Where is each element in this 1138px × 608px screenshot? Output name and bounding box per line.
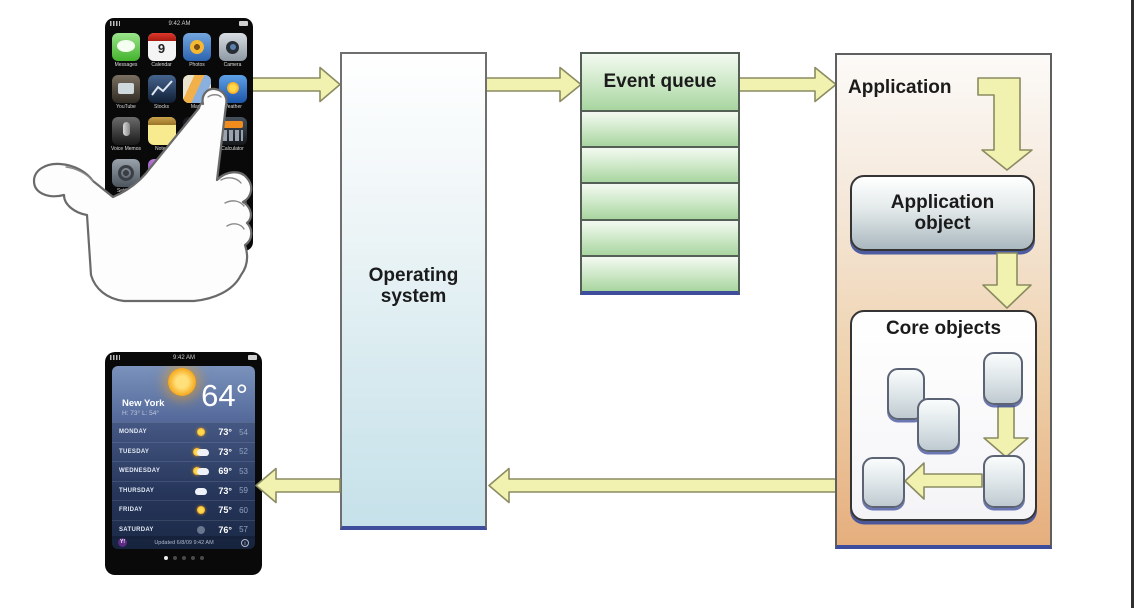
core-object-node <box>983 455 1025 508</box>
operating-system-label: Operating system <box>368 265 459 308</box>
app-messages: Messages <box>112 33 140 68</box>
event-queue-row <box>582 182 738 219</box>
sun-icon <box>168 368 196 396</box>
app-camera: Camera <box>218 33 247 68</box>
microphone-icon <box>122 122 130 136</box>
weather-app-screen: New York H: 73° L: 54° 64° MONDAY 73° 54… <box>112 366 255 549</box>
app-itunes: ♪ iTunes <box>147 159 176 194</box>
updated-timestamp: Updated 6/8/09 9:42 AM <box>154 539 214 546</box>
sun-icon <box>192 423 210 441</box>
partly-cloudy-icon <box>192 443 210 461</box>
event-queue-header-row: Event queue <box>582 54 738 110</box>
stocks-icon <box>150 80 173 96</box>
cloud-icon <box>192 482 210 500</box>
maps-icon <box>183 75 211 103</box>
app-notes: Notes <box>147 117 176 152</box>
app-settings: Settings <box>112 159 140 194</box>
dock-safari <box>183 196 211 224</box>
iphone-home-screen: 9:42 AM Messages 9 Calendar Photos Camer… <box>105 18 253 251</box>
high-low-temps: H: 73° L: 54° <box>122 410 159 417</box>
app-youtube: YouTube <box>112 75 140 110</box>
info-icon: i <box>240 538 249 547</box>
event-queue-row <box>582 218 738 255</box>
arrow-application-to-os-return <box>488 467 839 504</box>
core-object-node <box>917 398 960 452</box>
app-calculator: Calculator <box>218 117 247 152</box>
application-object-label: Application object <box>890 191 995 234</box>
app-hidden <box>183 117 211 145</box>
core-object-node <box>887 368 925 420</box>
forecast-row: TUESDAY 73° 52 <box>112 441 255 461</box>
battery-icon <box>238 21 248 26</box>
forecast-row: SATURDAY 76° 57 <box>112 519 255 539</box>
core-objects-label: Core objects <box>885 318 1002 339</box>
signal-icon <box>110 355 120 360</box>
app-voice-memos: Voice Memos <box>111 117 141 152</box>
status-time: 9:42 AM <box>168 20 191 27</box>
status-bar: 9:42 AM <box>105 18 253 29</box>
forecast-row: WEDNESDAY 69° 53 <box>112 461 255 481</box>
forecast-row: MONDAY 73° 54 <box>112 422 255 442</box>
operating-system-box: Operating system <box>340 52 487 530</box>
event-queue-box: Event queue <box>580 52 740 295</box>
forecast-row: FRIDAY 75° 60 <box>112 500 255 520</box>
partly-cloudy-icon <box>192 462 210 480</box>
ipod-icon <box>226 204 239 216</box>
forecast-list: MONDAY 73° 54 TUESDAY 73° 52 WEDNESDAY 6… <box>112 422 255 539</box>
notes-icon <box>147 117 176 125</box>
event-queue-row <box>582 146 738 183</box>
status-bar: 9:42 AM <box>105 352 262 363</box>
photos-icon <box>190 40 204 54</box>
app-calendar: 9 Calendar <box>147 33 176 68</box>
current-temperature: 64° <box>201 378 248 413</box>
weather-footer: Y! Updated 6/8/09 9:42 AM i <box>112 536 255 549</box>
arrow-queue-to-application <box>738 66 837 103</box>
gear-icon <box>118 165 134 181</box>
battery-icon <box>247 355 257 360</box>
core-object-node <box>862 457 905 508</box>
music-note-icon: ♪ <box>154 166 169 180</box>
page-right-border <box>1131 0 1134 608</box>
hazy-sun-icon <box>192 521 210 539</box>
status-time: 9:42 AM <box>172 354 195 361</box>
iphone-weather-screen: 9:42 AM New York H: 73° L: 54° 64° MONDA… <box>105 352 262 575</box>
calendar-icon <box>147 33 176 41</box>
application-label: Application <box>848 77 952 98</box>
app-maps: Maps <box>183 75 211 110</box>
messages-icon <box>117 40 135 52</box>
arrow-os-to-queue <box>485 66 582 103</box>
app-weather: Weather <box>218 75 247 110</box>
app-stocks: Stocks <box>147 75 176 110</box>
application-object-box: Application object <box>850 175 1035 251</box>
core-object-node <box>983 352 1023 405</box>
calculator-icon <box>222 121 243 128</box>
forecast-row: THURSDAY 73° 59 <box>112 480 255 500</box>
event-queue-row <box>582 254 738 292</box>
event-queue-row <box>582 110 738 147</box>
sun-icon <box>192 501 210 519</box>
weather-icon <box>226 82 239 94</box>
arrow-os-to-phone-return <box>255 467 341 504</box>
youtube-icon <box>118 83 134 94</box>
city-name: New York <box>122 398 165 409</box>
event-queue-label: Event queue <box>603 71 717 93</box>
signal-icon <box>110 21 120 26</box>
yahoo-logo: Y! <box>118 538 127 547</box>
arrow-phone-to-os <box>251 66 341 103</box>
app-photos: Photos <box>183 33 211 68</box>
page-indicator-dots <box>105 556 262 560</box>
dock-ipod <box>218 196 247 224</box>
